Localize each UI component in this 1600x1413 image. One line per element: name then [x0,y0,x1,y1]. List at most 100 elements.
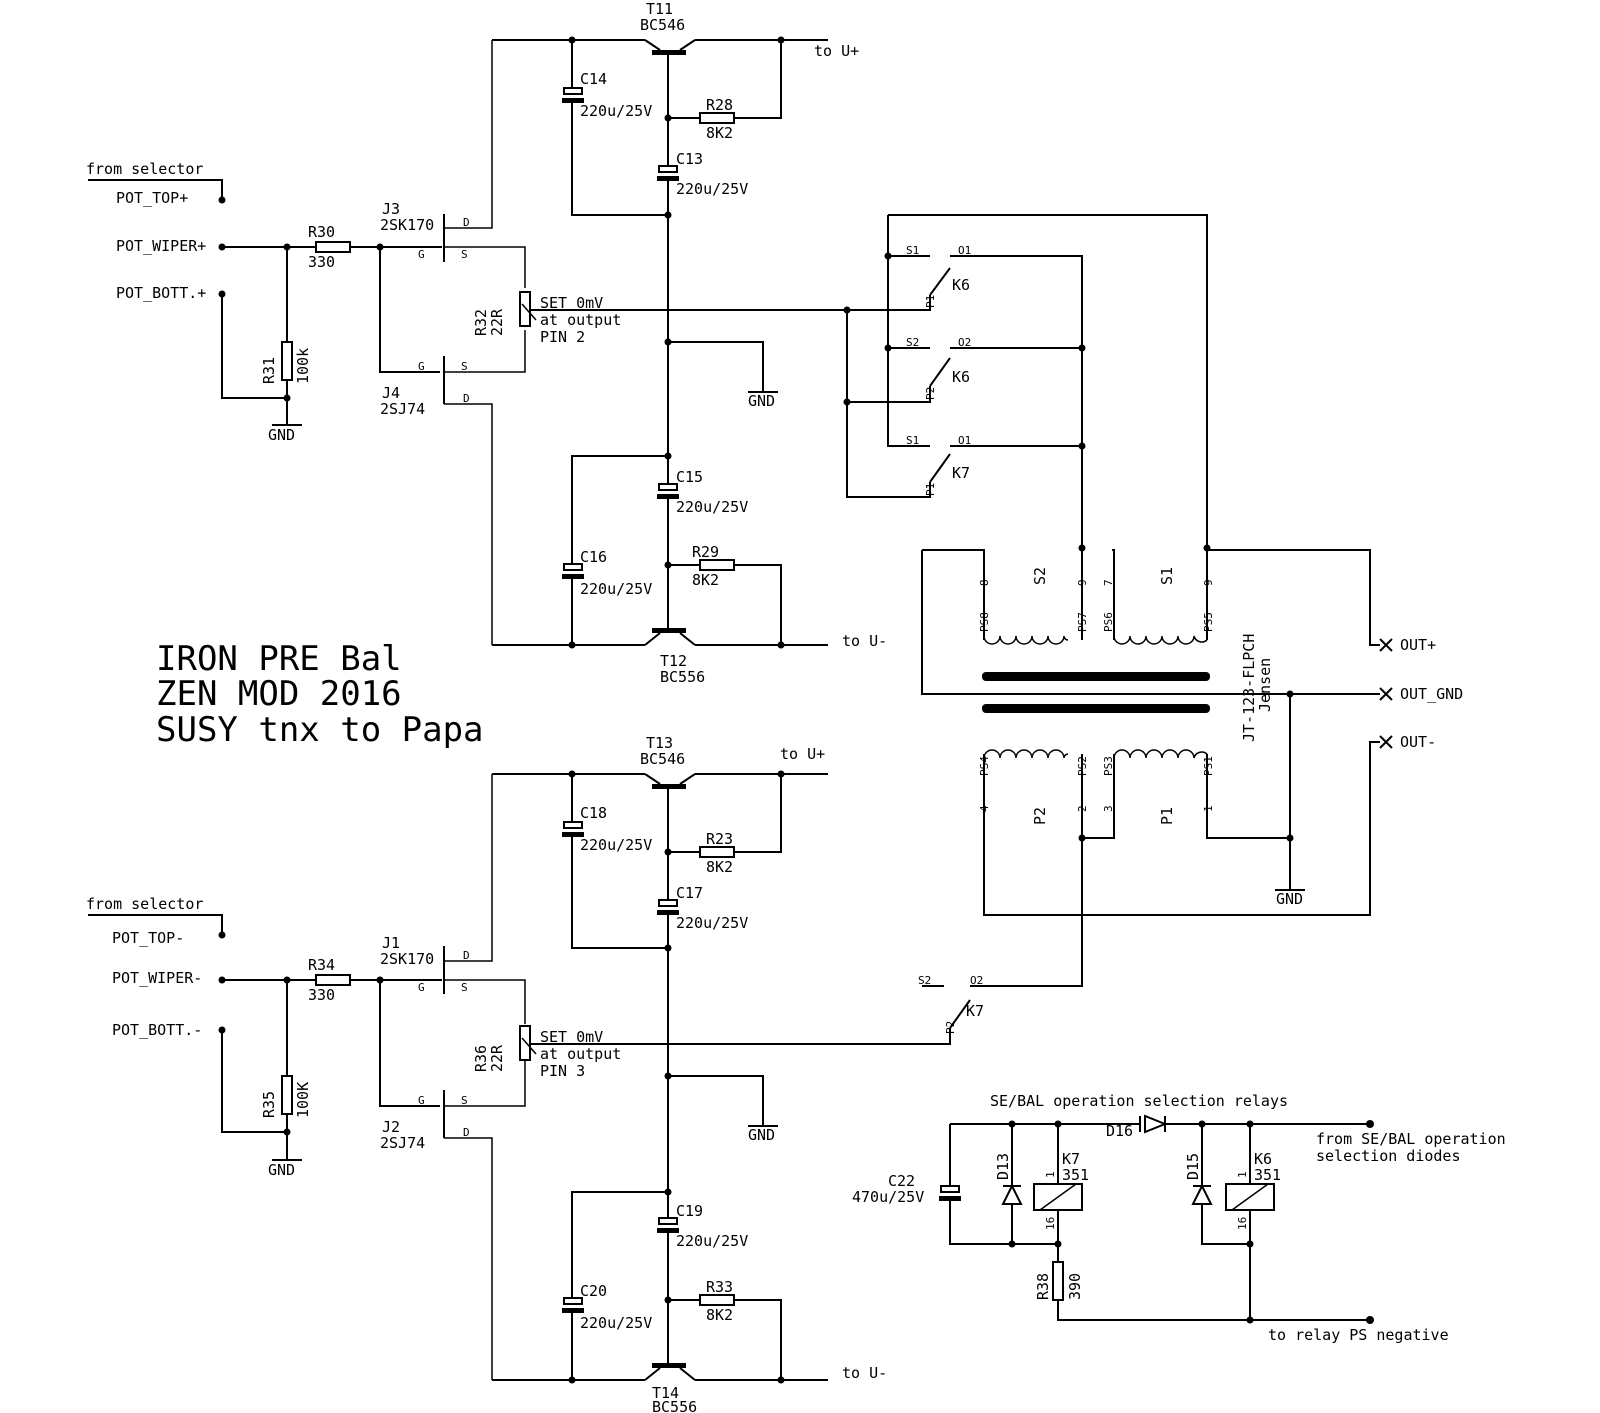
k7-coil-value: 351 [1062,1166,1089,1184]
to-u-minus-bottom: to U- [842,1364,887,1382]
svg-text:PS8: PS8 [978,612,991,632]
svg-text:O1: O1 [958,434,971,447]
c18-value: 220u/25V [580,836,652,854]
r34-ref: R34 [308,956,335,974]
r32-value: 22R [488,308,506,336]
at-output-top: at output [540,311,621,329]
r30-value: 330 [308,253,335,271]
t11-value: BC546 [640,16,685,34]
t12-value: BC556 [660,668,705,686]
relay-driver: SE/BAL operation selection relays D16 fr… [852,1092,1506,1344]
t14-value: BC556 [652,1398,697,1413]
svg-text:O2: O2 [970,974,983,987]
gnd-label-r35: GND [268,1161,295,1179]
to-u-plus-top: to U+ [814,42,859,60]
svg-text:S: S [461,248,468,261]
r38-ref: R38 [1034,1273,1052,1300]
r28-ref: R28 [706,96,733,114]
title-line-3: SUSY tnx to Papa [156,710,484,750]
c19-ref: C19 [676,1202,703,1220]
r35-ref: R35 [260,1091,278,1118]
svg-text:S: S [461,360,468,373]
to-relay-ps-label: to relay PS negative [1268,1326,1449,1344]
svg-text:7: 7 [1102,579,1115,586]
gnd-label-transformer: GND [1276,890,1303,908]
svg-text:S: S [461,981,468,994]
svg-text:S1: S1 [906,434,919,447]
svg-text:S2: S2 [906,336,919,349]
svg-text:G: G [418,981,425,994]
r31-value: 100k [294,348,312,384]
t11-ref: T11 [646,0,673,18]
k7-ref-a: K7 [952,464,970,482]
svg-text:P2: P2 [944,1021,957,1034]
svg-text:16: 16 [1044,1217,1057,1230]
title-block: IRON PRE Bal ZEN MOD 2016 SUSY tnx to Pa… [156,639,484,750]
gnd-label-mid-top: GND [748,392,775,410]
svg-text:PS4: PS4 [978,756,991,776]
set-0mv-top: SET 0mV [540,294,603,312]
svg-text:4: 4 [978,805,991,812]
relay-contacts: S1 O1 K6 P1 S2 O2 K6 P2 S1 O1 K7 P1 [668,214,1211,552]
r36-value: 22R [488,1044,506,1072]
t14-ref: T14 [652,1384,679,1402]
r29-value: 8K2 [692,571,719,589]
r33-value: 8K2 [706,1306,733,1324]
j3-ref: J3 [382,200,400,218]
k6-coil-value: 351 [1254,1166,1281,1184]
svg-text:P2: P2 [1031,807,1049,825]
svg-text:1: 1 [1236,1171,1249,1178]
title-line-2: ZEN MOD 2016 [156,674,402,714]
pin2-label: PIN 2 [540,328,585,346]
pot-top-plus-label: POT_TOP+ [116,189,188,207]
svg-text:PS3: PS3 [1102,756,1115,776]
svg-text:S1: S1 [1158,567,1176,585]
svg-text:16: 16 [1236,1217,1249,1230]
k6-ref-a: K6 [952,276,970,294]
c16-ref: C16 [580,548,607,566]
svg-text:D: D [463,949,470,962]
pot-top-minus-label: POT_TOP- [112,929,184,947]
c22-value: 470u/25V [852,1188,924,1206]
pot-wiper-plus-label: POT_WIPER+ [116,237,206,255]
svg-text:G: G [418,248,425,261]
r35-value: 100K [294,1082,312,1118]
t12-ref: T12 [660,652,687,670]
svg-text:PS2: PS2 [1076,756,1089,776]
k6-ref-b: K6 [952,368,970,386]
svg-text:P1: P1 [924,483,937,496]
j3-value: 2SK170 [380,216,434,234]
j1-ref: J1 [382,934,400,952]
svg-text:PS1: PS1 [1202,756,1215,776]
svg-text:G: G [418,360,425,373]
r38-value: 390 [1066,1273,1084,1300]
pot-bott-plus-label: POT_BOTT.+ [116,284,206,302]
svg-text:D: D [463,1126,470,1139]
svg-text:2: 2 [1076,805,1089,812]
svg-text:9: 9 [1076,579,1089,586]
r36-ref: R36 [472,1045,490,1072]
k6-coil-ref: K6 [1254,1150,1272,1168]
k7-coil-ref: K7 [1062,1150,1080,1168]
svg-text:P1: P1 [924,295,937,308]
out-gnd-label: OUT_GND [1400,685,1463,703]
r31-ref: R31 [260,357,278,384]
d15-ref: D15 [1184,1153,1202,1180]
svg-text:P2: P2 [924,387,937,400]
svg-text:PS5: PS5 [1202,612,1215,632]
t13-value: BC546 [640,750,685,768]
to-u-minus-top: to U- [842,632,887,650]
j2-value: 2SJ74 [380,1134,425,1152]
svg-text:1: 1 [1044,1171,1057,1178]
svg-text:1: 1 [1202,805,1215,812]
c15-ref: C15 [676,468,703,486]
gnd-label-mid-bottom: GND [748,1126,775,1144]
c14-value: 220u/25V [580,102,652,120]
from-selector-label-top: from selector [86,160,203,178]
svg-text:8: 8 [978,579,991,586]
out-minus-label: OUT- [1400,733,1436,751]
svg-text:9: 9 [1202,579,1215,586]
c16-value: 220u/25V [580,580,652,598]
pin3-label: PIN 3 [540,1062,585,1080]
set-0mv-bottom: SET 0mV [540,1028,603,1046]
